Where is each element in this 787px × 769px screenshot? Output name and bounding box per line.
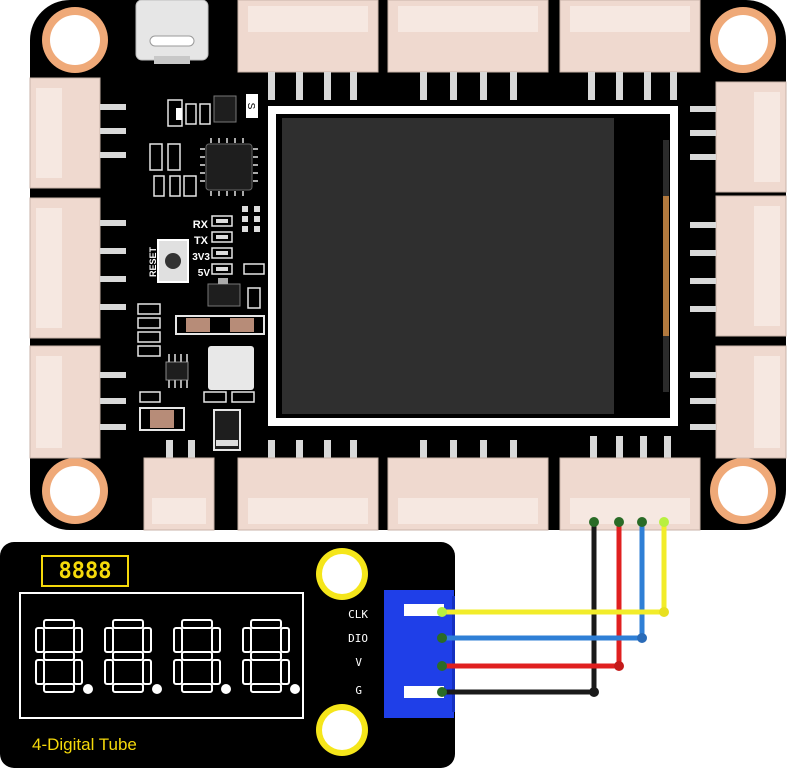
four-digit-tube-module: 8888 4-Digital Tube CLK DIO V G [0, 542, 455, 768]
segment-3-1 [181, 619, 213, 629]
reset-button[interactable] [157, 239, 189, 283]
segment-4-4 [242, 627, 252, 653]
connector-top-3 [559, 0, 701, 100]
wire-clk[interactable] [442, 522, 667, 615]
label-3v3: 3V3 [192, 252, 210, 263]
connector-right-2 [690, 195, 787, 337]
mosfet-chip [165, 354, 189, 388]
segment-3-5 [211, 627, 221, 653]
decimal-point-4 [290, 684, 300, 694]
segment-1-4 [35, 627, 45, 653]
connector-bottom-3 [387, 440, 549, 531]
chip-mark: S [245, 103, 256, 110]
controller-board: S RX TX [29, 0, 787, 531]
lcd-screen [268, 106, 678, 426]
connector-bottom-2 [237, 440, 379, 531]
pin-label-clk: CLK [348, 608, 368, 621]
label-reset: RESET [148, 246, 158, 277]
segment-1-3 [43, 683, 75, 693]
segment-3-7 [211, 659, 221, 685]
usb-c-port [135, 0, 209, 64]
segment-4-3 [250, 683, 282, 693]
seven-segment-frame [19, 592, 304, 719]
led-indicators [176, 108, 228, 271]
diode [213, 409, 241, 451]
mini-digit-display: 8888 [41, 555, 129, 587]
seven-segment-digits [35, 619, 300, 694]
mini-digits: 8888 [59, 559, 112, 584]
segment-2-2 [112, 651, 144, 661]
label-5v: 5V [198, 268, 211, 279]
segment-2-3 [112, 683, 144, 693]
pin-label-dio: DIO [348, 632, 368, 645]
module-mount-hole-bottom [316, 704, 368, 756]
pin-label-v: V [355, 656, 362, 669]
mounting-hole-bottom-right [710, 458, 776, 524]
connector-left-2 [29, 197, 126, 339]
segment-1-2 [43, 651, 75, 661]
module-title: 4-Digital Tube [32, 735, 137, 754]
decimal-point-3 [221, 684, 231, 694]
wire-dio[interactable] [442, 522, 645, 641]
wires [442, 522, 667, 695]
module-mount-hole-top [316, 548, 368, 600]
segment-4-7 [280, 659, 290, 685]
segment-1-5 [73, 627, 83, 653]
segment-4-2 [250, 651, 282, 661]
segment-1-7 [73, 659, 83, 685]
decimal-point-2 [152, 684, 162, 694]
resistor-array [242, 206, 260, 232]
decimal-point-1 [83, 684, 93, 694]
mounting-hole-top-left [42, 7, 108, 73]
capacitor [139, 407, 185, 431]
label-rx: RX [193, 219, 209, 231]
segment-2-5 [142, 627, 152, 653]
connector-right-1 [690, 81, 787, 193]
connector-left-1 [29, 77, 126, 189]
connector-right-3 [690, 345, 787, 459]
pin-label-g: G [355, 684, 362, 697]
segment-2-7 [142, 659, 152, 685]
segment-3-2 [181, 651, 213, 661]
connector-bottom-1 [143, 440, 215, 531]
connector-left-3 [29, 345, 126, 459]
inductor [208, 346, 254, 390]
segment-2-4 [104, 627, 114, 653]
segment-1-6 [35, 659, 45, 685]
microcontroller-chip [200, 138, 258, 196]
segment-1-1 [43, 619, 75, 629]
segment-2-1 [112, 619, 144, 629]
connector-top-2 [387, 0, 549, 100]
segment-3-6 [173, 659, 183, 685]
voltage-regulator-small: S [213, 94, 258, 123]
connector-top-1 [237, 0, 379, 100]
mounting-hole-top-right [710, 7, 776, 73]
fuse-resistors [175, 315, 265, 335]
segment-2-6 [104, 659, 114, 685]
segment-4-1 [250, 619, 282, 629]
label-tx: TX [194, 235, 209, 247]
segment-4-5 [280, 627, 290, 653]
segment-3-3 [181, 683, 213, 693]
wire-endpoints [437, 517, 669, 697]
segment-3-4 [173, 627, 183, 653]
mounting-hole-bottom-left [42, 458, 108, 524]
transistor [207, 278, 241, 307]
segment-4-6 [242, 659, 252, 685]
